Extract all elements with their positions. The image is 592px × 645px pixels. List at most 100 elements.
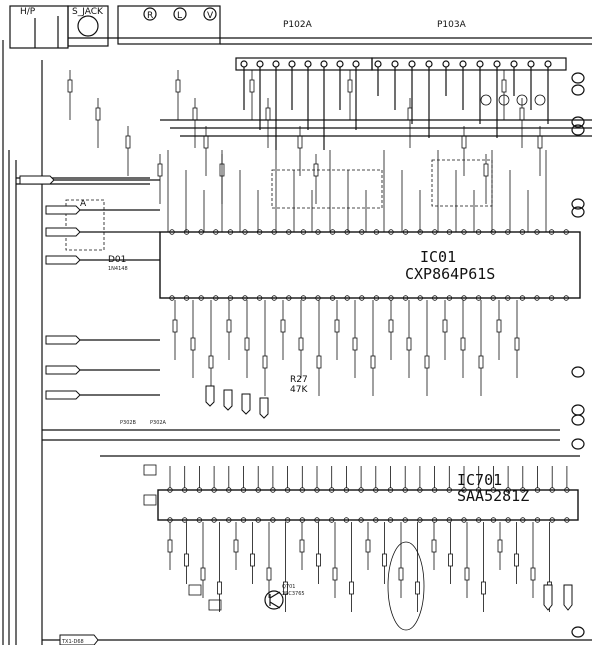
connector-pin: [527, 60, 535, 68]
ic01-ref: IC01: [420, 248, 456, 266]
right-offpage-connectors: [571, 72, 585, 638]
ic01-pin-bottom: [183, 295, 190, 301]
capacitor: [143, 494, 157, 506]
tx1-tag: [59, 634, 99, 645]
ic01-pin-bottom: [213, 295, 219, 301]
hp-label: H/P: [20, 7, 36, 17]
ic701-pin-bottom: [240, 517, 247, 523]
resistor: [249, 79, 255, 93]
ic01-pin-bottom: [461, 295, 467, 301]
r27-label: R27: [290, 375, 308, 385]
option-box-right: [431, 159, 493, 207]
ic01-pin-top: [242, 229, 248, 235]
resistor: [334, 319, 340, 333]
ic701-part: SAA5281Z: [457, 487, 529, 505]
ic01-pin-top: [475, 229, 482, 235]
ic01-pin-top: [213, 229, 219, 235]
resistor: [125, 135, 131, 149]
ic01-pin-bottom: [169, 295, 175, 301]
ic01-pin-top: [534, 229, 540, 235]
ic01-pin-bottom: [534, 295, 540, 301]
ic01-pin-top: [300, 229, 307, 235]
resistor: [501, 79, 507, 93]
ic01-pin-bottom: [490, 295, 496, 301]
connector-pin: [320, 60, 328, 68]
ic701-ref: IC701: [457, 471, 502, 489]
resistor: [332, 567, 338, 581]
ic01-pin-bottom: [344, 295, 350, 301]
p102a-label: P102A: [283, 20, 313, 30]
resistor: [233, 539, 239, 553]
resistor: [217, 581, 222, 595]
resistor: [352, 337, 358, 351]
resistor: [519, 107, 525, 121]
ic701-pin-bottom: [181, 517, 188, 523]
resistor: [172, 319, 178, 333]
resistor: [250, 553, 255, 567]
ic01-pin-bottom: [519, 295, 526, 301]
ic01-pin-bottom: [256, 295, 263, 301]
p302b-label: P302B: [120, 420, 137, 426]
sjack-label: S_JACK: [72, 7, 104, 17]
ic701-pin-bottom: [534, 517, 541, 523]
resistor: [514, 553, 519, 567]
ic01-pin-bottom: [446, 295, 453, 301]
ic701-pin-bottom: [564, 517, 570, 523]
resistor: [226, 319, 232, 333]
ic01-pin-top: [563, 229, 569, 235]
transistor: [480, 94, 492, 106]
ic01-pin-top: [286, 229, 292, 235]
ic701-pin-bottom: [255, 517, 261, 523]
resistor: [442, 319, 448, 333]
r27-value: 47K: [290, 385, 308, 395]
resistor: [190, 337, 196, 351]
ic01-pin-bottom: [373, 295, 380, 301]
ic01-pin-top: [490, 229, 496, 235]
offpage-connector: [571, 116, 585, 128]
ic701-pin-bottom: [329, 517, 335, 523]
ic01-pin-bottom: [432, 295, 438, 301]
option-box-a: [65, 199, 105, 251]
resistor: [203, 135, 209, 149]
resistor: [349, 581, 354, 595]
capacitor: [208, 599, 222, 611]
resistor: [184, 553, 189, 567]
capacitor: [143, 464, 157, 476]
resistor: [370, 355, 376, 369]
ic01-pin-bottom: [315, 295, 321, 301]
d01-part: 1N4148: [108, 266, 128, 272]
signal-tag: [45, 390, 81, 400]
ic01-pin-top: [548, 229, 555, 235]
ic01-pin-top: [198, 229, 204, 235]
ic701-pin-bottom: [446, 517, 452, 523]
resistor: [299, 539, 305, 553]
ic01-pin-top: [388, 229, 394, 235]
resistor: [537, 135, 543, 149]
resistor: [461, 135, 467, 149]
ic01-pin-bottom: [402, 295, 409, 301]
resistor: [200, 567, 206, 581]
q701-part: 2SC3765: [282, 591, 305, 597]
resistor: [280, 319, 286, 333]
resistor: [382, 553, 387, 567]
ic01-pin-bottom: [329, 295, 336, 301]
ic01-pin-top: [402, 229, 409, 235]
offpage-connector: [571, 404, 585, 416]
resistor: [415, 581, 420, 595]
ic01-pin-bottom: [271, 295, 277, 301]
ic01-pin-top: [169, 229, 175, 235]
connector-pin: [304, 60, 312, 68]
ic01-part: CXP864P61S: [405, 265, 495, 283]
ic01-pin-top: [256, 229, 263, 235]
ic01-pin-bottom: [359, 295, 365, 301]
ic701-pin-bottom: [549, 517, 555, 523]
resistor: [208, 355, 214, 369]
offpage-connector: [571, 84, 585, 96]
resistor: [431, 539, 437, 553]
resistor: [347, 79, 353, 93]
upper-components: [16, 70, 592, 232]
ic701-pin-bottom: [270, 517, 276, 523]
r-label: R: [147, 11, 153, 21]
resistor: [514, 337, 520, 351]
resistor: [192, 107, 198, 121]
